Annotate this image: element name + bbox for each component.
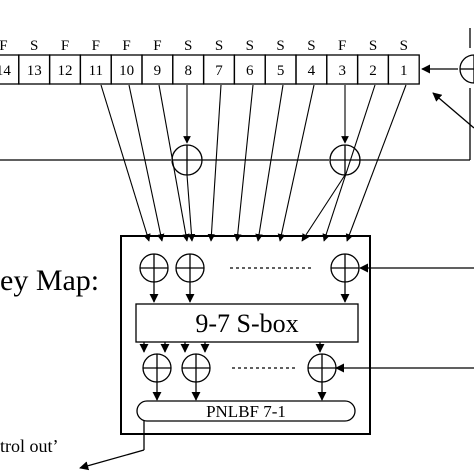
register-cell-type: S [30, 38, 38, 54]
register-cell-number: 1 [400, 63, 408, 79]
side-inputs [335, 263, 474, 373]
shift-register: 14F13S12F11F10F9F8S7S6S5S4S3F2S1S [0, 38, 420, 85]
register-cell-8: 8S [172, 38, 205, 85]
feedback-path [0, 28, 474, 161]
register-cell-type: S [307, 38, 315, 54]
register-cell-type: S [246, 38, 254, 54]
register-cell-number: 12 [58, 63, 73, 79]
xor-bottom-2-icon [181, 353, 211, 383]
register-cell-7: 7S [202, 38, 236, 85]
register-cell-3: 3F [326, 38, 359, 85]
xor-gate-upper-right-icon [329, 144, 361, 176]
register-cell-type: F [0, 38, 8, 54]
register-cell-type: F [61, 38, 69, 54]
xor-top-1-icon [139, 253, 169, 283]
register-cell-12: 12 F [48, 38, 82, 85]
register-cell-type: F [153, 38, 161, 54]
register-cell-type: S [184, 38, 192, 54]
register-cell-type: F [122, 38, 130, 54]
xor-row-top [139, 253, 360, 303]
register-cell-number: 10 [119, 63, 134, 79]
register-cell-9: 9F [141, 38, 174, 85]
feedback-xor-icon [459, 54, 474, 84]
register-cell-number: 8 [184, 63, 192, 79]
register-taps [100, 84, 407, 242]
register-cell-number: 2 [369, 63, 377, 79]
register-cell-5: 5S [264, 38, 297, 85]
xor-top-3-icon [330, 253, 360, 283]
register-cell-type: F [338, 38, 346, 54]
xor-bottom-1-icon [142, 353, 172, 383]
register-cell-type: S [276, 38, 284, 54]
register-cell-type: S [369, 38, 377, 54]
sbox [135, 303, 359, 343]
control-out-path [79, 421, 145, 471]
register-cell-6: 6S [233, 38, 266, 85]
register-cell-2: 2S [356, 38, 390, 85]
register-cell-10: 10 F [110, 38, 143, 85]
key-map-label: ey Map: [0, 264, 99, 297]
register-cell-13: 13 S [18, 38, 51, 85]
register-cell-number: 11 [89, 63, 103, 79]
register-cell-number: 6 [246, 63, 254, 79]
register-cell-type: S [400, 38, 408, 54]
control-out-label: trol out’ [0, 436, 59, 456]
xor-row-bottom [139, 342, 337, 401]
register-cell-type: F [92, 38, 100, 54]
pnlbf-label: PNLBF 7-1 [206, 402, 286, 421]
sbox-label: 9-7 S-box [195, 309, 298, 338]
pnlbf-box [136, 400, 356, 422]
register-cell-type: S [215, 38, 223, 54]
register-cell-11: 11 F [79, 38, 112, 85]
register-cell-number: 7 [215, 63, 223, 79]
sbox-block [120, 235, 371, 435]
xor-bottom-3-icon [307, 353, 337, 383]
register-cell-number: 9 [154, 63, 162, 79]
register-cell-14: 14 F [0, 38, 20, 85]
register-cell-1: 1S [387, 38, 420, 85]
register-cell-4: 4S [295, 38, 328, 85]
xor-gate-upper-left-icon [171, 144, 203, 176]
register-cell-number: 5 [277, 63, 285, 79]
register-cell-number: 14 [0, 63, 11, 79]
register-cell-number: 4 [308, 63, 316, 79]
xor-top-2-icon [175, 253, 205, 283]
register-cell-box [387, 54, 420, 85]
register-cell-number: 3 [338, 63, 346, 79]
register-cell-number: 13 [27, 63, 42, 79]
